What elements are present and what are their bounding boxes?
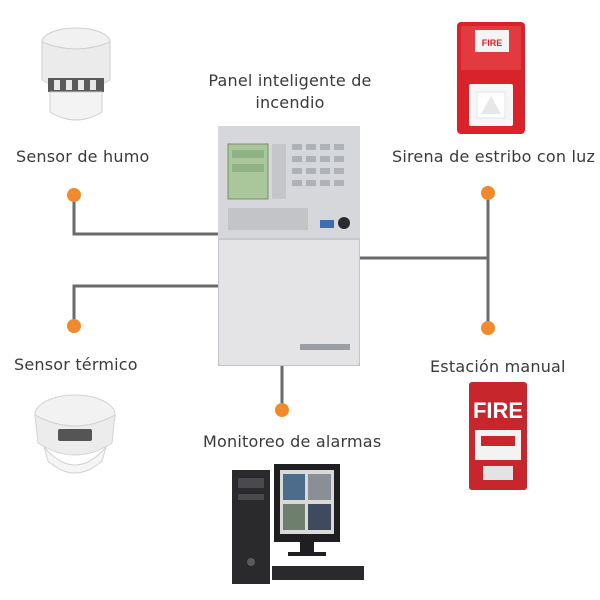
wire-strobe-siren (356, 193, 490, 260)
pull-station-icon: FIRE (469, 382, 527, 490)
wire-thermal-sensor (72, 284, 224, 328)
wire-smoke-sensor (72, 193, 224, 236)
computer-workstation-icon (228, 462, 368, 590)
label-strobe-siren: Sirena de estribo con luz (392, 147, 596, 166)
label-thermal-sensor: Sensor térmico (14, 355, 138, 374)
panel-title: Panel inteligente de incendio (190, 70, 390, 114)
panel-title-line1: Panel inteligente de (208, 71, 372, 90)
connector-thermal-sensor (67, 319, 81, 333)
label-manual-station: Estación manual (430, 357, 566, 376)
fire-panel-icon (217, 125, 361, 367)
heat-detector-icon (30, 385, 120, 487)
panel-title-line2: incendio (255, 93, 325, 112)
connector-smoke-sensor (67, 188, 81, 202)
connector-alarm-monitor (275, 403, 289, 417)
smoke-detector-icon (26, 20, 126, 130)
connector-manual-station (481, 321, 495, 335)
strobe-siren-icon: FIRE (457, 22, 525, 134)
connector-strobe-siren (481, 186, 495, 200)
label-smoke-sensor: Sensor de humo (16, 147, 150, 166)
label-alarm-monitoring: Monitoreo de alarmas (203, 432, 382, 451)
siren-plate-text: FIRE (482, 38, 503, 48)
manual-station-sign-text: FIRE (473, 398, 523, 423)
